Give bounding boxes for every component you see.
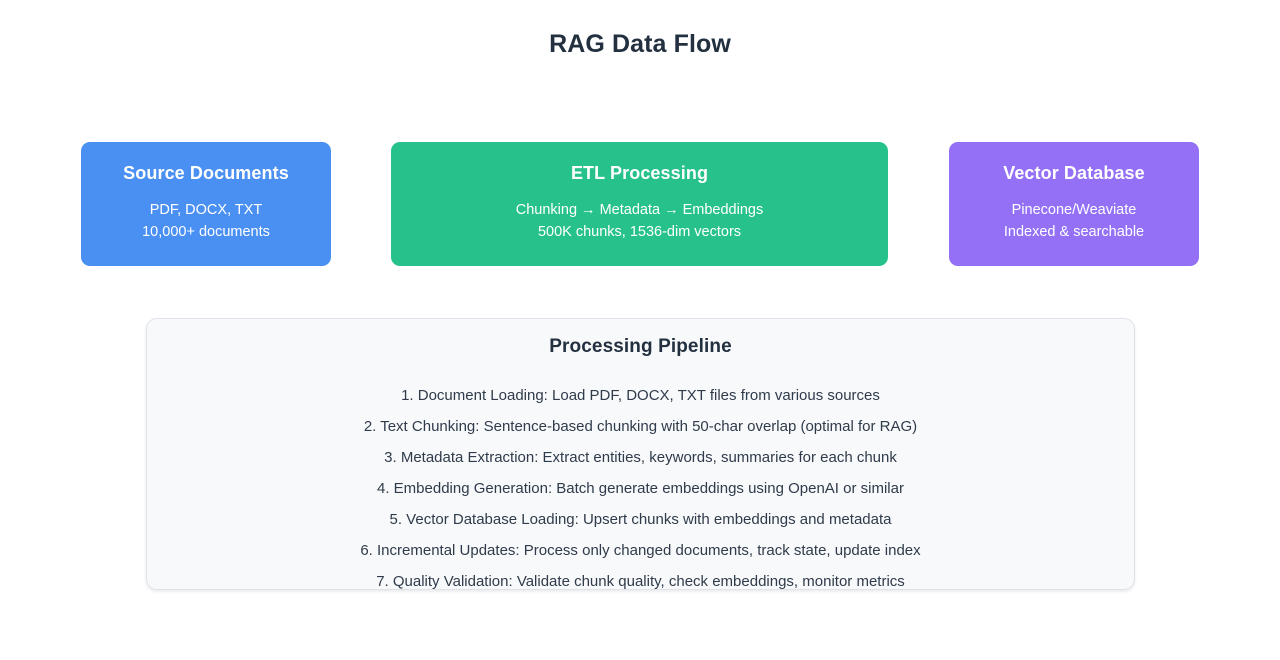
flow-box-detail-count: 10,000+ documents	[142, 224, 270, 241]
flow-box-etl-processing[interactable]: ETL Processing Chunking → Metadata → Emb…	[391, 142, 888, 266]
pipeline-step: 6. Incremental Updates: Process only cha…	[360, 542, 921, 559]
flow-box-vector-database[interactable]: Vector Database Pinecone/Weaviate Indexe…	[949, 142, 1199, 266]
processing-pipeline-panel: Processing Pipeline 1. Document Loading:…	[146, 318, 1135, 590]
flow-box-title: Vector Database	[1003, 163, 1145, 184]
pipeline-step: 3. Metadata Extraction: Extract entities…	[384, 449, 897, 466]
flow-box-detail-status: Indexed & searchable	[1003, 224, 1145, 241]
flow-box-detail-formats: PDF, DOCX, TXT	[149, 201, 263, 218]
page-title: RAG Data Flow	[549, 30, 731, 58]
flow-box-detail-metrics: 500K chunks, 1536-dim vectors	[537, 224, 742, 241]
flow-diagram: Source Documents PDF, DOCX, TXT 10,000+ …	[0, 142, 1280, 358]
flow-box-title: ETL Processing	[570, 163, 709, 184]
pipeline-step: 5. Vector Database Loading: Upsert chunk…	[389, 511, 892, 528]
pipeline-step: 1. Document Loading: Load PDF, DOCX, TXT…	[401, 387, 880, 404]
pipeline-step: 4. Embedding Generation: Batch generate …	[377, 480, 904, 497]
flow-box-detail-stages: Chunking → Metadata → Embeddings	[515, 201, 764, 218]
pipeline-step-list: 1. Document Loading: Load PDF, DOCX, TXT…	[167, 380, 1114, 597]
pipeline-step: 7. Quality Validation: Validate chunk qu…	[376, 573, 905, 590]
pipeline-step: 2. Text Chunking: Sentence-based chunkin…	[363, 418, 918, 435]
flow-box-detail-vendors: Pinecone/Weaviate	[1011, 201, 1137, 218]
flow-box-source-documents[interactable]: Source Documents PDF, DOCX, TXT 10,000+ …	[81, 142, 331, 266]
pipeline-panel-title: Processing Pipeline	[549, 336, 732, 357]
flow-box-title: Source Documents	[123, 163, 289, 184]
